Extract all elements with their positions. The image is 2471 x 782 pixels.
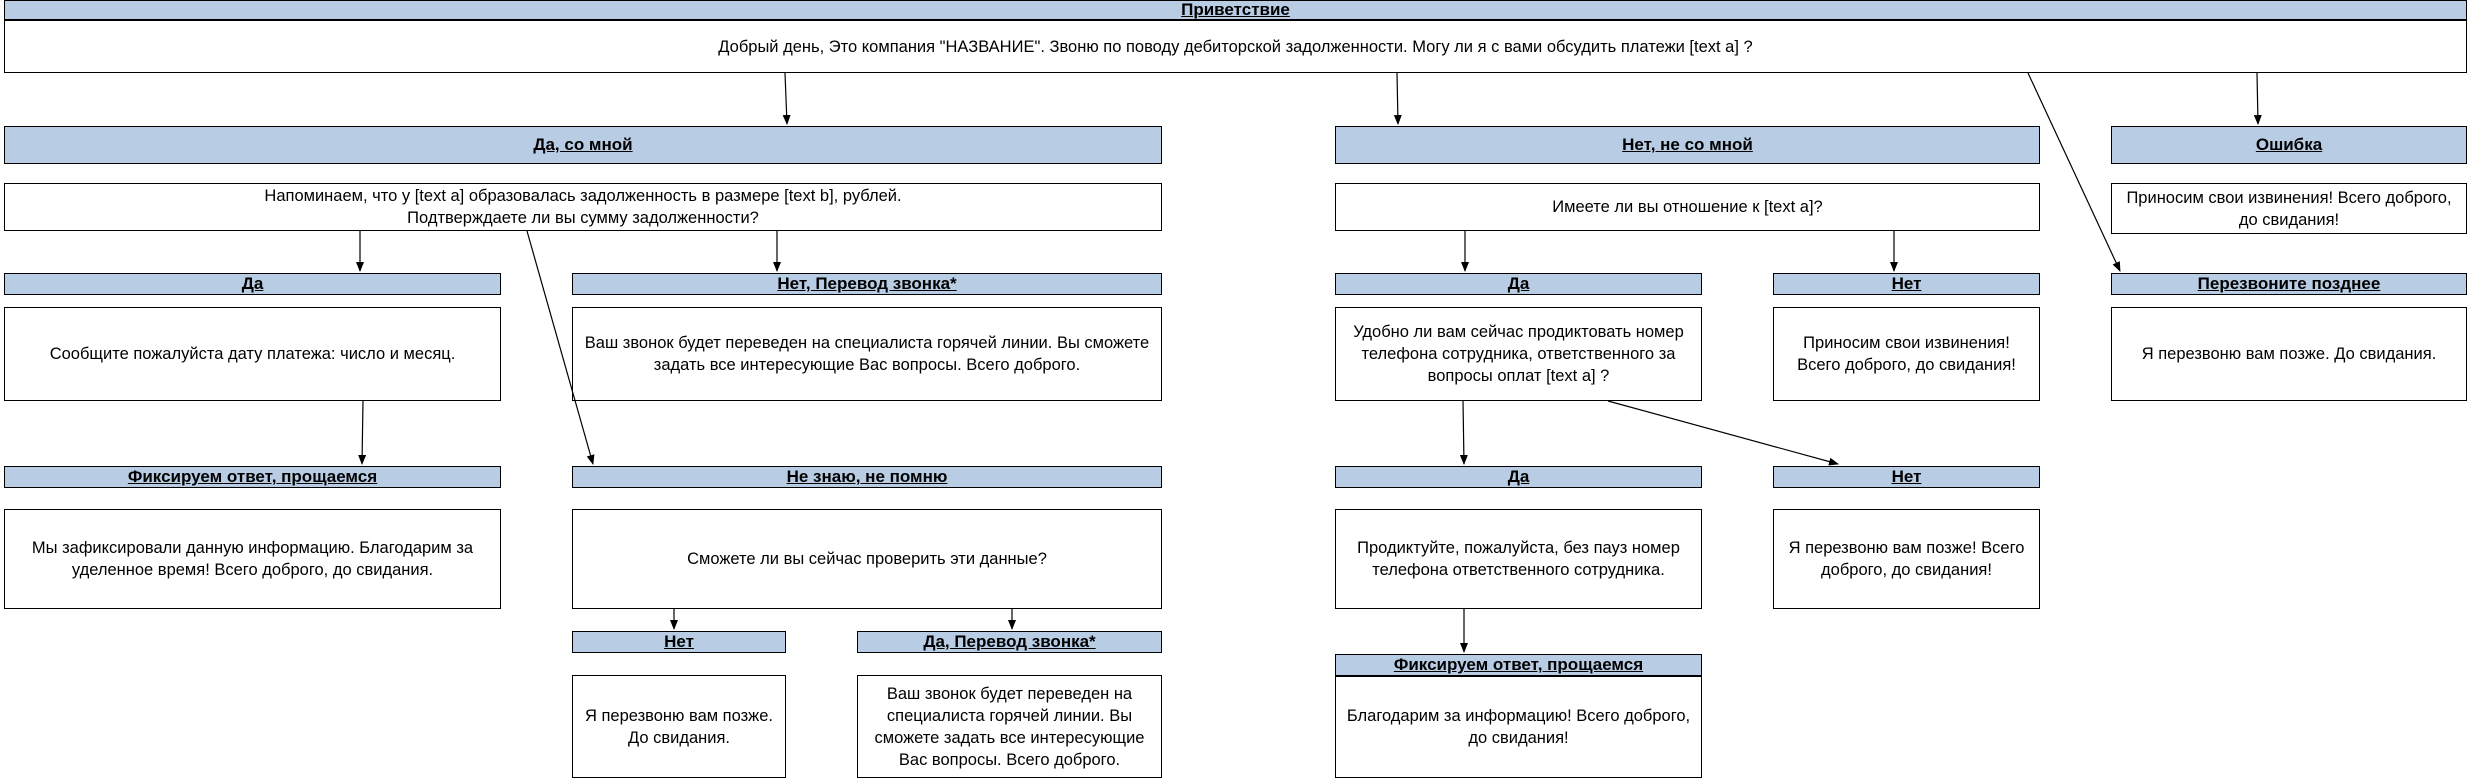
fix-left-header: Фиксируем ответ, прощаемся [4,466,501,488]
yes-me-header: Да, со мной [4,126,1162,164]
arrow-greeting-to-not-me [1393,72,1402,125]
arrow-nm-yes-to-nm-yes-no [1607,400,1839,466]
arrow-yes-to-fix-left [358,400,367,465]
arrow-greeting-to-yes-me [782,72,791,125]
dk-yes-transfer-header: Да, Перевод звонка* [857,631,1162,653]
dk-yes-transfer-text: Ваш звонок будет переведен на специалист… [857,675,1162,778]
no-transfer-text: Ваш звонок будет переведен на специалист… [572,307,1162,401]
dont-know-text: Сможете ли вы сейчас проверить эти данны… [572,509,1162,609]
nm-yes-yes-text: Продиктуйте, пожалуйста, без пауз номер … [1335,509,1702,609]
not-me-text: Имеете ли вы отношение к [text a]? [1335,183,2040,231]
nm-yes-no-text: Я перезвоню вам позже! Всего доброго, до… [1773,509,2040,609]
nm-yes-yes-header: Да [1335,466,1702,488]
call-later-header: Перезвоните позднее [2111,273,2467,295]
dk-no-header: Нет [572,631,786,653]
dont-know-header: Не знаю, не помню [572,466,1162,488]
nm-yes-no-header: Нет [1773,466,2040,488]
yes-me-text: Напоминаем, что у [text a] образовалась … [4,183,1162,231]
yes-text: Сообщите пожалуйста дату платежа: число … [4,307,501,401]
greeting-header: Приветствие [4,0,2467,20]
not-me-header: Нет, не со мной [1335,126,2040,164]
arrow-greeting-to-error [2253,72,2262,125]
greeting-text: Добрый день, Это компания "НАЗВАНИЕ". Зв… [4,20,2467,73]
error-text: Приносим свои извинения! Всего доброго, … [2111,183,2467,234]
no-transfer-header: Нет, Перевод звонка* [572,273,1162,295]
fix-right-header: Фиксируем ответ, прощаемся [1335,654,1702,676]
fix-left-text: Мы зафиксировали данную информацию. Благ… [4,509,501,609]
call-later-text: Я перезвоню вам позже. До свидания. [2111,307,2467,401]
nm-no-text: Приносим свои извинения! Всего доброго, … [1773,307,2040,401]
yes-header: Да [4,273,501,295]
arrow-greeting-to-call-later [2027,72,2121,272]
arrow-nm-yes-to-nm-yes-yes [1459,400,1468,465]
fix-right-text: Благодарим за информацию! Всего доброго,… [1335,676,1702,778]
error-header: Ошибка [2111,126,2467,164]
dk-no-text: Я перезвоню вам позже. До свидания. [572,675,786,778]
nm-yes-header: Да [1335,273,1702,295]
arrow-yes-me-to-dont-know [526,230,595,465]
nm-yes-text: Удобно ли вам сейчас продиктовать номер … [1335,307,1702,401]
nm-no-header: Нет [1773,273,2040,295]
